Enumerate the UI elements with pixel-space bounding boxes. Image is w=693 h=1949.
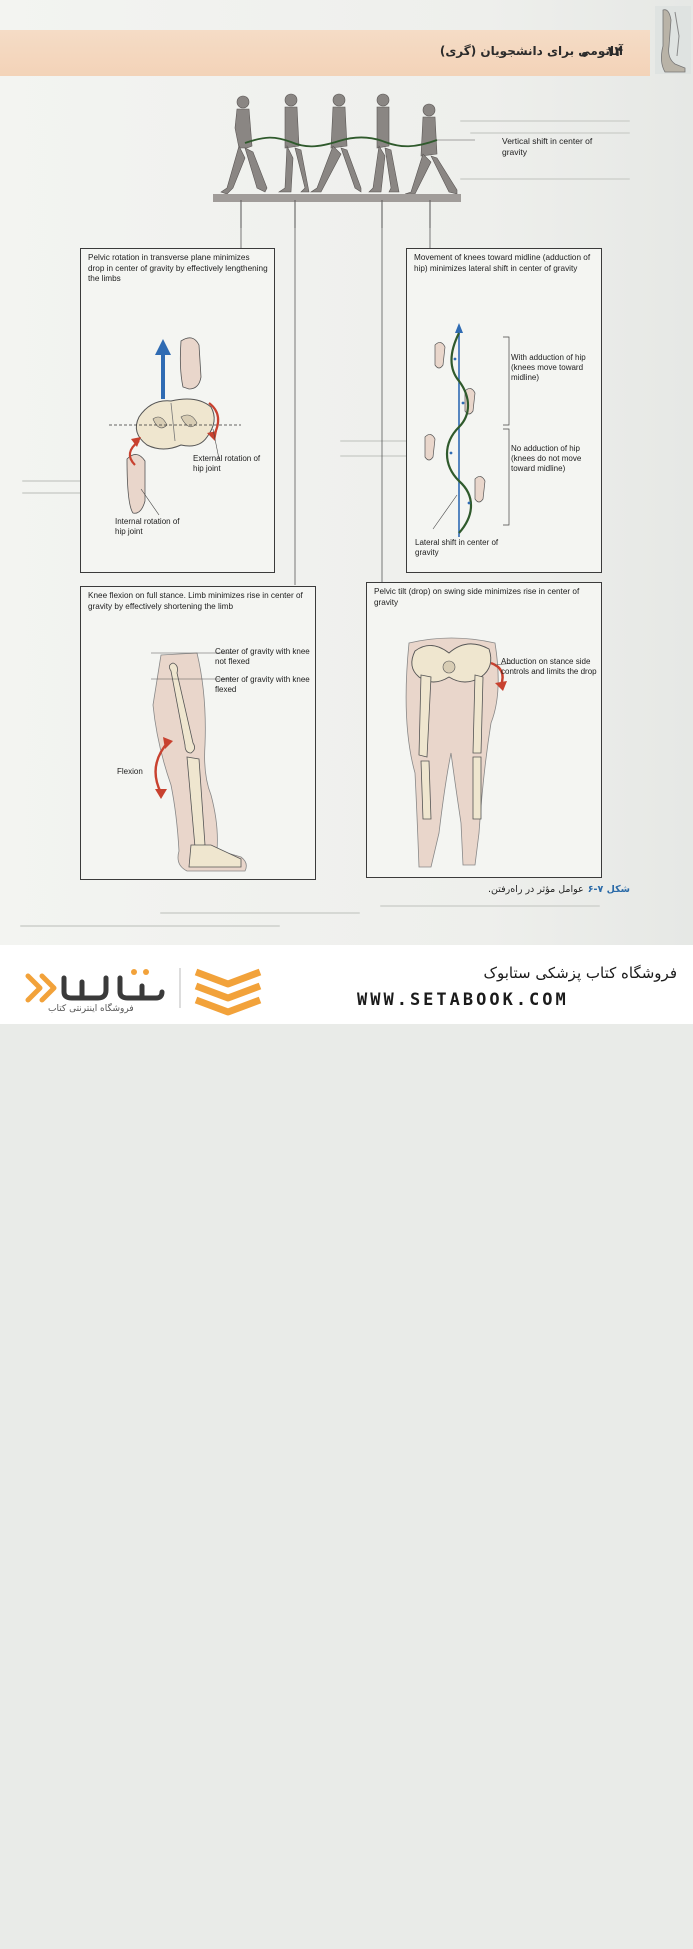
- panel-pelvic-tilt: Pelvic tilt (drop) on swing side minimiz…: [366, 582, 602, 878]
- label-cog-flexed: Center of gravity with knee flexed: [215, 675, 310, 694]
- header-band: [0, 30, 650, 76]
- panel-knee-adduction: Movement of knees toward midline (adduct…: [406, 248, 602, 573]
- store-name: فروشگاه کتاب پزشکی ستابوک: [483, 964, 677, 982]
- walker-1: [220, 95, 268, 195]
- walker-4: [368, 93, 400, 193]
- walking-cycle-figure: [213, 93, 475, 228]
- page-number: ۱۴: [606, 44, 624, 60]
- label-abduction: Abduction on stance side controls and li…: [501, 657, 597, 676]
- figure-caption: شکل ۷-۶ عوامل مؤثر در راه‌رفتن.: [488, 884, 630, 895]
- panel-pelvic-rotation: Pelvic rotation in transverse plane mini…: [80, 248, 275, 573]
- setabook-logo[interactable]: [20, 958, 270, 1018]
- label-with-adduction: With adduction of hip (knees move toward…: [511, 353, 586, 382]
- website-link[interactable]: WWW.SETABOOK.COM: [357, 990, 569, 1010]
- flexed-leg-illustration: [151, 652, 247, 872]
- panel-caption: Pelvic tilt (drop) on swing side minimiz…: [374, 587, 580, 607]
- book-title: آناتومی برای دانشجویان (گری): [439, 44, 623, 58]
- walker-5: [404, 103, 458, 195]
- pelvis-rotation-illustration: [109, 337, 241, 516]
- brand-tagline: فروشگاه اینترنتی کتاب: [48, 1004, 134, 1014]
- footer-banner: [0, 945, 693, 1024]
- label-internal-rotation: Internal rotation of hip joint: [115, 517, 180, 536]
- connector-lines: [240, 200, 431, 585]
- figure-number: شکل ۷-۶: [587, 884, 630, 895]
- label-flexion: Flexion: [117, 767, 143, 776]
- label-lateral-shift: Lateral shift in center of gravity: [415, 538, 499, 557]
- pelvic-tilt-illustration: [405, 637, 511, 868]
- center-of-gravity-line: [244, 136, 438, 148]
- footprint-path-illustration: [424, 323, 510, 537]
- panel-caption: Pelvic rotation in transverse plane mini…: [88, 253, 268, 283]
- vertical-shift-label: Vertical shift in center of gravity: [502, 136, 593, 157]
- panel-caption: Movement of knees toward midline (adduct…: [414, 253, 591, 273]
- header-bullet: [582, 52, 587, 57]
- thumb-illustration: [655, 6, 691, 74]
- figure-caption-text: عوامل مؤثر در راه‌رفتن.: [488, 884, 584, 895]
- label-external-rotation: External rotation of hip joint: [193, 454, 261, 473]
- walker-2: [278, 93, 310, 193]
- walker-3: [310, 93, 362, 193]
- setabook-logo-icon: [28, 1907, 118, 1949]
- lateral-shift-path: [446, 332, 472, 534]
- label-no-adduction: No adduction of hip (knees do not move t…: [511, 444, 582, 473]
- panel-knee-flexion: Knee flexion on full stance. Limb minimi…: [80, 586, 316, 880]
- panel-caption: Knee flexion on full stance. Limb minimi…: [88, 591, 303, 611]
- label-cog-not-flexed: Center of gravity with knee not flexed: [215, 647, 310, 666]
- book-page: ۱۴ آناتومی برای دانشجویان (گری): [0, 0, 693, 945]
